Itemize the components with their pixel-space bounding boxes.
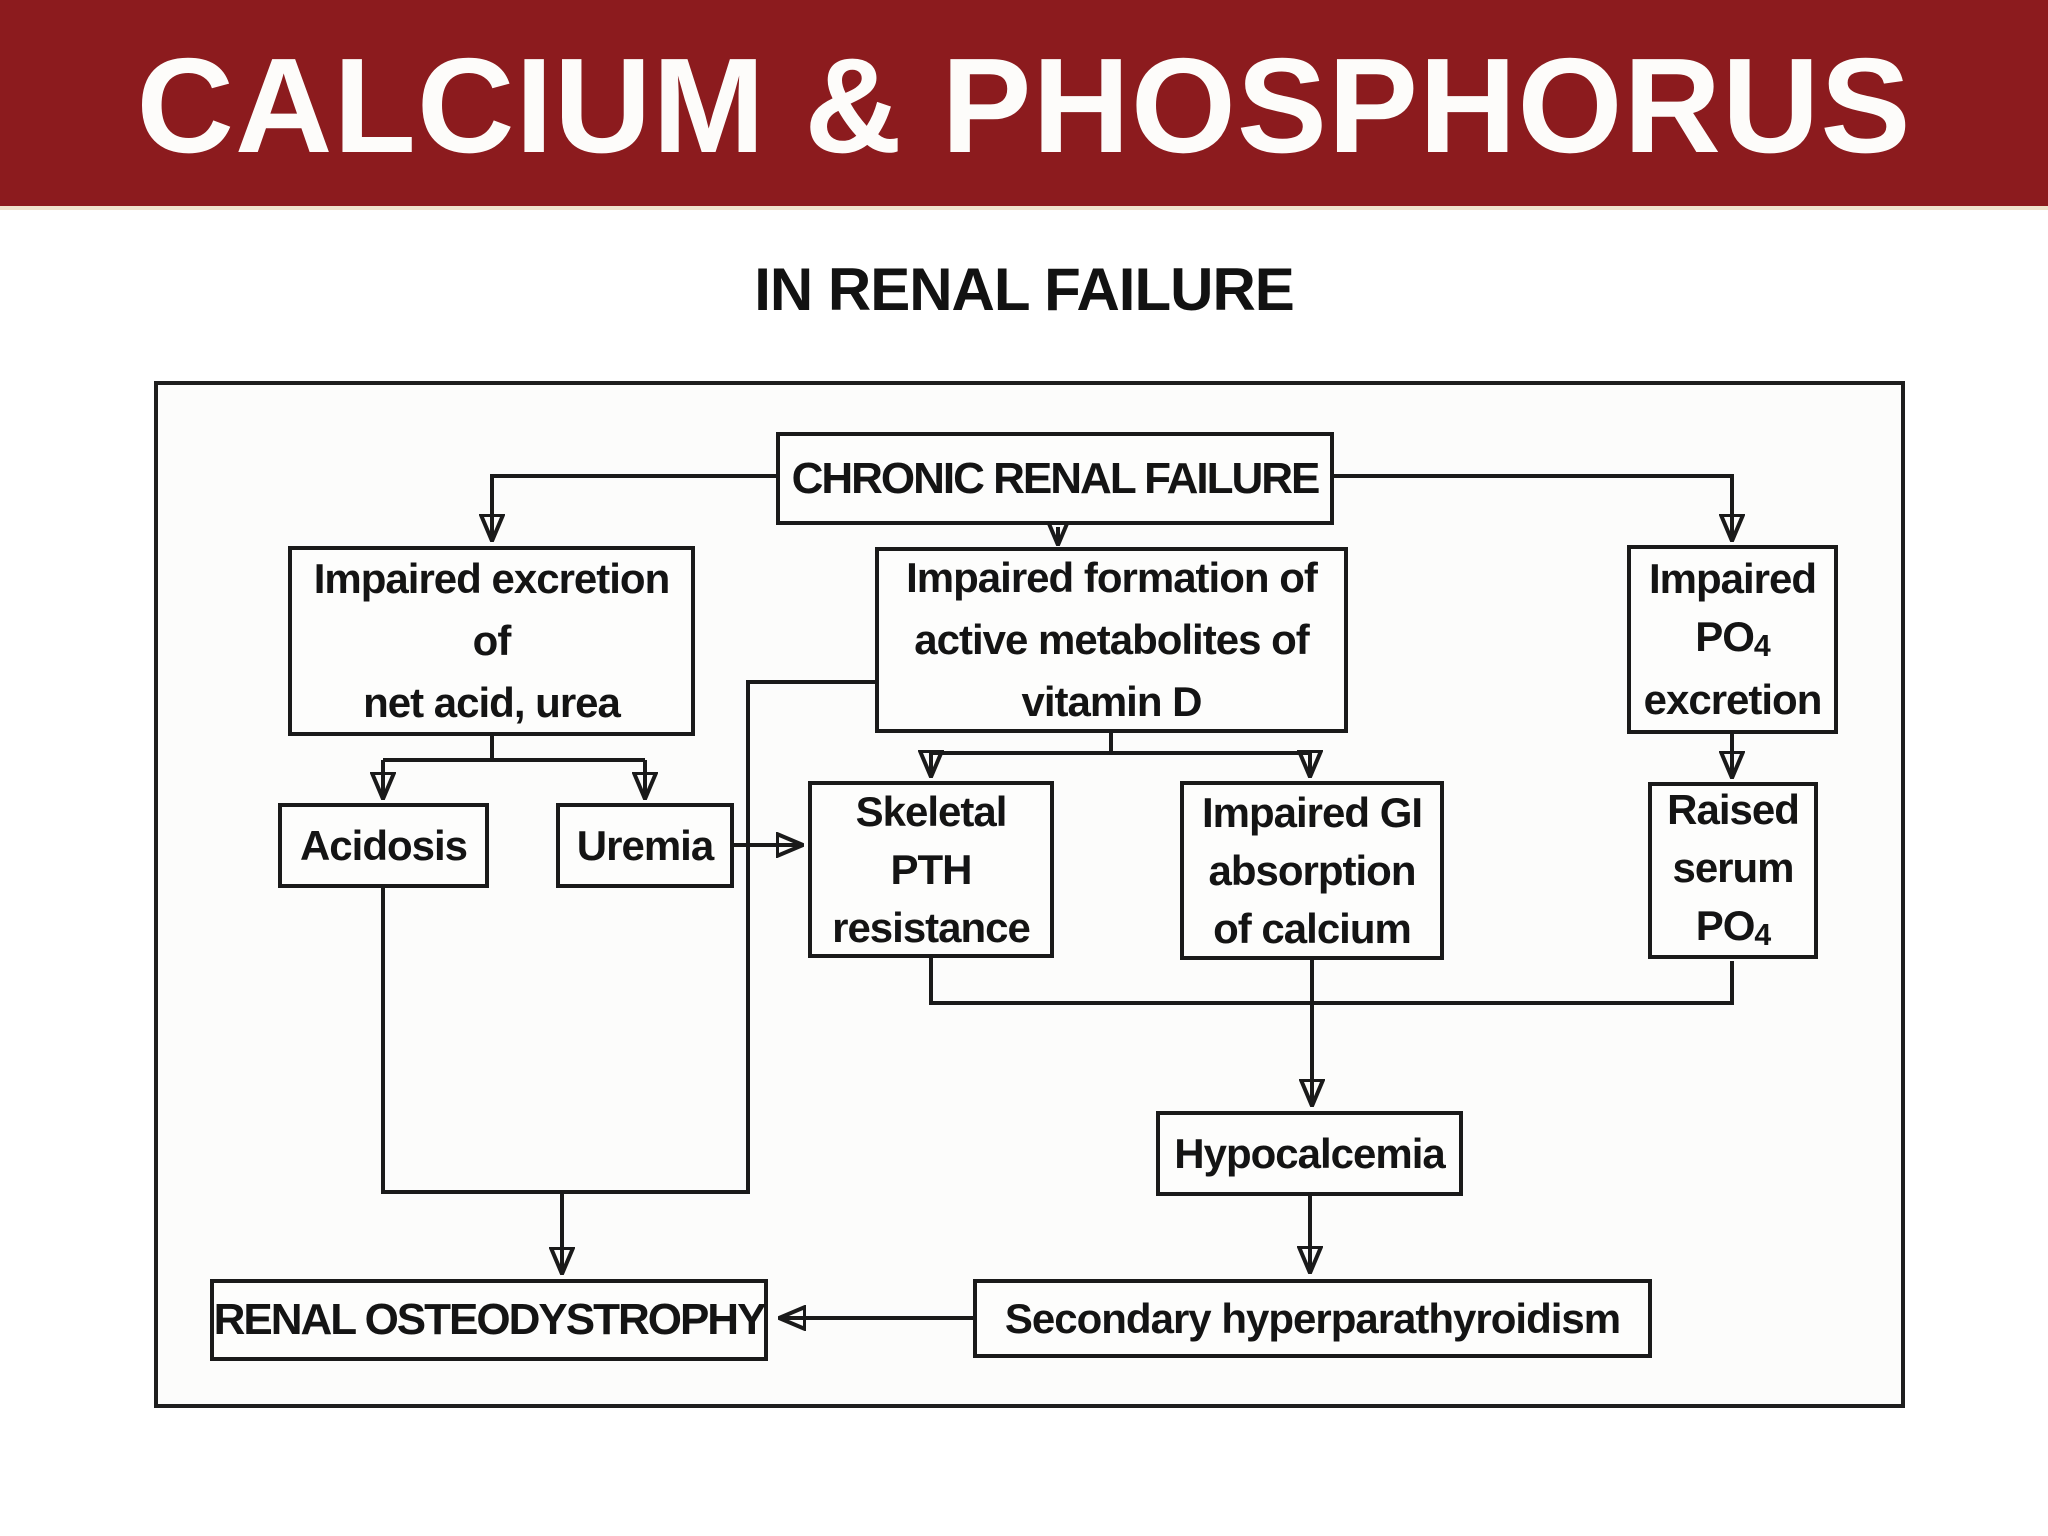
node-hypocalcemia: Hypocalcemia bbox=[1156, 1111, 1463, 1196]
node-impaired-excretion: Impaired excretion of net acid, urea bbox=[288, 546, 695, 736]
node-line: serum bbox=[1672, 844, 1794, 891]
edge-vitamin-d-to-osteodystrophy-line bbox=[746, 680, 875, 1192]
node-skeletal-pth-resistance: Skeletal PTH resistance bbox=[808, 781, 1054, 958]
node-raised-serum-po4: Raised serum PO4 bbox=[1648, 782, 1818, 959]
node-line: net acid, urea bbox=[363, 679, 621, 726]
node-line: excretion bbox=[1643, 676, 1823, 723]
node-line: active metabolites of bbox=[914, 616, 1309, 663]
node-line: PO4 bbox=[1695, 608, 1771, 671]
node-line: of bbox=[472, 617, 512, 664]
node-line: PO4 bbox=[1695, 897, 1772, 960]
node-label: RENAL OSTEODYSTROPHY bbox=[213, 1295, 767, 1344]
edge-skeletal-raised-collector bbox=[929, 958, 1734, 1005]
node-line: Skeletal bbox=[855, 787, 1008, 835]
po4-subscript: 4 bbox=[1753, 629, 1771, 663]
node-line: Impaired bbox=[1648, 555, 1817, 602]
po4-subscript: 4 bbox=[1754, 918, 1771, 952]
node-acidosis: Acidosis bbox=[278, 803, 489, 888]
slide-subtitle: IN RENAL FAILURE bbox=[754, 256, 1295, 323]
node-label: Acidosis bbox=[299, 821, 468, 869]
node-line: absorption bbox=[1208, 846, 1417, 894]
po4-text: PO bbox=[1695, 902, 1756, 949]
node-line: of calcium bbox=[1213, 904, 1412, 952]
node-renal-osteodystrophy: RENAL OSTEODYSTROPHY bbox=[210, 1279, 768, 1361]
edge-chronic-to-po4-excretion bbox=[1334, 474, 1732, 538]
node-line: resistance bbox=[832, 903, 1031, 951]
node-line: vitamin D bbox=[1021, 678, 1202, 725]
node-impaired-po4-excretion: Impaired PO4 excretion bbox=[1627, 545, 1838, 734]
node-impaired-gi-absorption: Impaired GI absorption of calcium bbox=[1180, 781, 1444, 960]
node-label: Secondary hyperparathyroidism bbox=[1004, 1294, 1621, 1342]
node-line: Impaired formation of bbox=[906, 554, 1318, 601]
edge-chronic-to-impaired-excretion bbox=[492, 474, 776, 538]
node-label: Hypocalcemia bbox=[1174, 1129, 1445, 1177]
po4-text: PO bbox=[1695, 613, 1755, 660]
slide-title: CALCIUM & PHOSPHORUS bbox=[136, 29, 1912, 181]
node-line: PTH bbox=[890, 845, 973, 893]
node-line: Raised bbox=[1667, 786, 1800, 833]
node-label: CHRONIC RENAL FAILURE bbox=[791, 453, 1321, 503]
title-banner: CALCIUM & PHOSPHORUS bbox=[0, 0, 2048, 210]
node-line: Impaired excretion bbox=[313, 555, 670, 602]
node-label: Uremia bbox=[576, 821, 714, 869]
node-line: Impaired GI bbox=[1201, 788, 1423, 836]
node-chronic-renal-failure: CHRONIC RENAL FAILURE bbox=[776, 432, 1334, 525]
node-impaired-vitamin-d-formation: Impaired formation of active metabolites… bbox=[875, 547, 1348, 733]
node-uremia: Uremia bbox=[556, 803, 734, 888]
node-secondary-hyperparathyroidism: Secondary hyperparathyroidism bbox=[973, 1279, 1652, 1358]
